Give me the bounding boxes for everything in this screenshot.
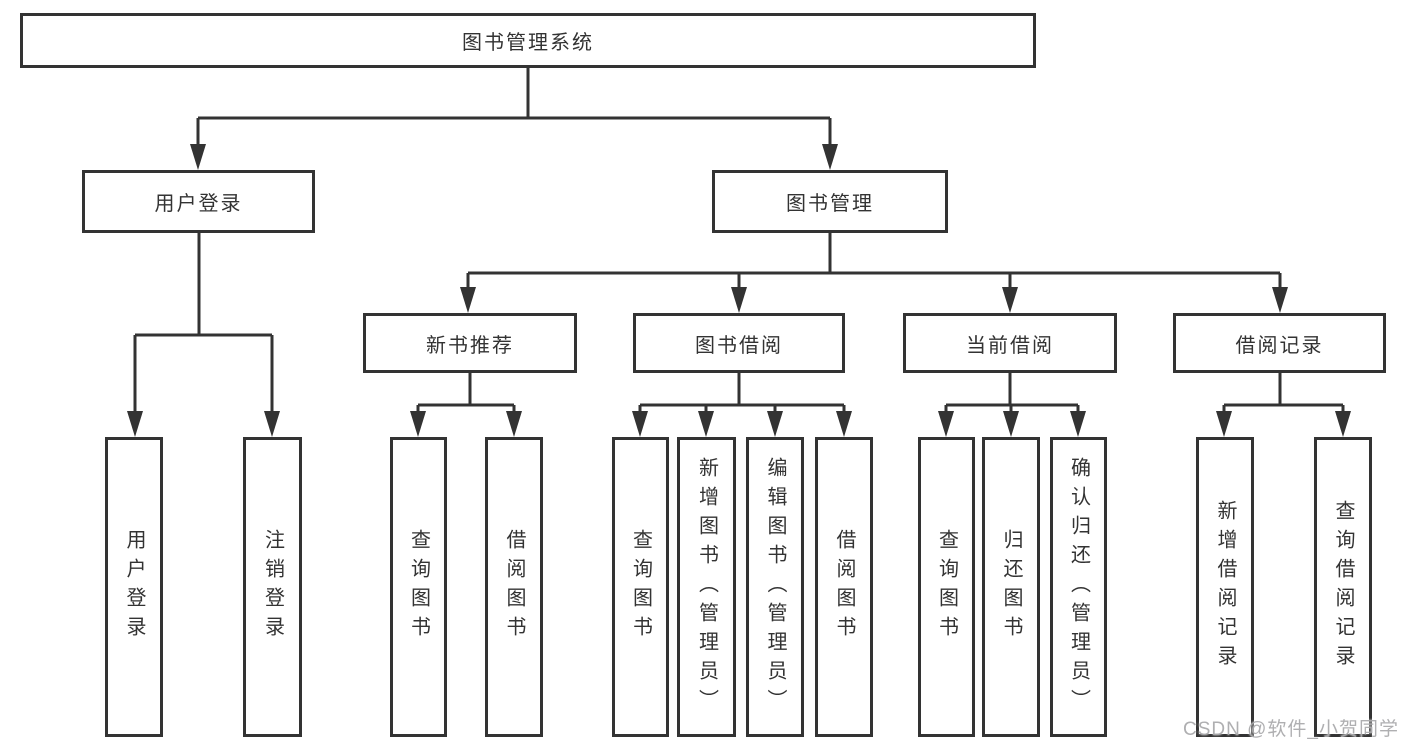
node-label: 确认归还（管理员） <box>1067 456 1090 718</box>
node-label: 编辑图书（管理员） <box>764 456 786 718</box>
connector-current-borrow-children <box>938 373 1086 437</box>
node-current-borrow: 当前借阅 <box>903 313 1117 373</box>
leaf-query-books-recommend: 查询图书 <box>390 437 447 737</box>
node-label: 注销登录 <box>261 529 284 645</box>
node-new-book-recommend: 新书推荐 <box>363 313 577 373</box>
node-book-management: 图书管理 <box>712 170 948 233</box>
node-label: 新增借阅记录 <box>1214 500 1236 674</box>
node-borrow-records: 借阅记录 <box>1173 313 1386 373</box>
node-label: 新书推荐 <box>426 334 514 357</box>
node-label: 借阅图书 <box>503 529 525 645</box>
leaf-add-borrow-record: 新增借阅记录 <box>1196 437 1254 737</box>
leaf-query-books-current: 查询图书 <box>918 437 975 737</box>
node-label: 用户登录 <box>154 193 243 215</box>
node-label: 当前借阅 <box>966 334 1054 357</box>
node-book-borrow: 图书借阅 <box>633 313 845 373</box>
leaf-query-books-borrow: 查询图书 <box>612 437 669 737</box>
connector-book-mgmt-children <box>460 233 1288 313</box>
node-label: 查询图书 <box>629 529 652 645</box>
node-label: 查询图书 <box>407 529 430 645</box>
leaf-logout-login: 注销登录 <box>243 437 302 737</box>
connector-borrow-records-children <box>1216 373 1351 437</box>
node-system-root: 图书管理系统 <box>20 13 1036 68</box>
leaf-confirm-return-admin: 确认归还（管理员） <box>1050 437 1107 737</box>
leaf-add-book-admin: 新增图书（管理员） <box>677 437 736 737</box>
connector-user-login-children <box>127 233 280 437</box>
leaf-borrow-books: 借阅图书 <box>815 437 873 737</box>
connector-root-to-level2 <box>190 68 838 170</box>
leaf-edit-book-admin: 编辑图书（管理员） <box>746 437 804 737</box>
node-user-login: 用户登录 <box>82 170 315 233</box>
node-label: 借阅图书 <box>833 529 855 645</box>
node-label: 借阅记录 <box>1235 334 1324 357</box>
node-label: 图书管理 <box>786 193 874 215</box>
leaf-return-book: 归还图书 <box>982 437 1040 737</box>
csdn-watermark: CSDN @软件_小贺同学 <box>1183 719 1399 740</box>
leaf-user-login: 用户登录 <box>105 437 163 737</box>
connector-new-book-children <box>410 373 522 437</box>
node-label: 图书管理系统 <box>462 32 594 54</box>
node-label: 用户登录 <box>123 529 145 645</box>
connector-book-borrow-children <box>632 373 852 437</box>
node-label: 新增图书（管理员） <box>695 456 718 718</box>
node-label: 图书借阅 <box>695 334 783 357</box>
leaf-query-borrow-record: 查询借阅记录 <box>1314 437 1372 737</box>
leaf-borrow-books-recommend: 借阅图书 <box>485 437 543 737</box>
node-label: 查询图书 <box>935 529 958 645</box>
node-label: 归还图书 <box>1000 529 1022 645</box>
node-label: 查询借阅记录 <box>1332 500 1354 674</box>
